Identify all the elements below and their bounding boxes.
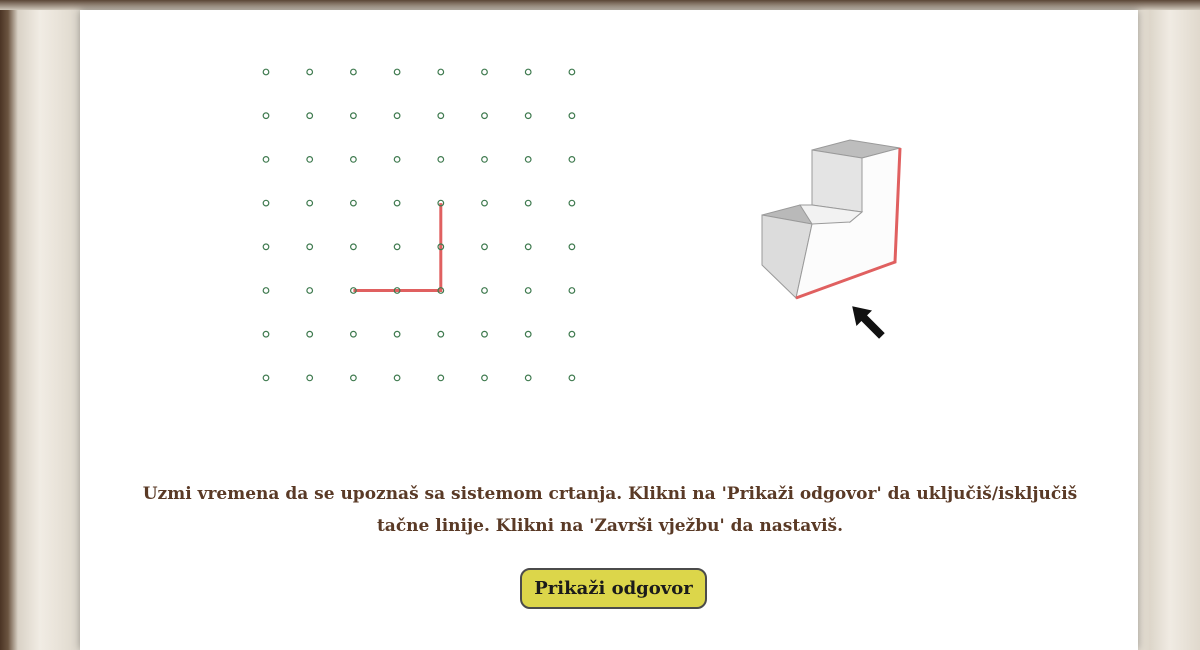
- grid-dot[interactable]: [306, 155, 314, 163]
- grid-dot[interactable]: [524, 374, 532, 382]
- grid-dot[interactable]: [393, 112, 401, 120]
- grid-dot[interactable]: [568, 155, 576, 163]
- grid-dot[interactable]: [262, 374, 270, 382]
- grid-dot[interactable]: [437, 112, 445, 120]
- grid-dot[interactable]: [306, 112, 314, 120]
- grid-dot[interactable]: [568, 330, 576, 338]
- grid-dot[interactable]: [481, 155, 488, 163]
- grid-dot[interactable]: [568, 68, 576, 76]
- step-face: [799, 204, 864, 225]
- grid-dot[interactable]: [568, 243, 576, 251]
- grid-dot[interactable]: [437, 243, 445, 251]
- grid-dot[interactable]: [437, 287, 445, 294]
- grid-dot[interactable]: [568, 374, 576, 382]
- grid-dot[interactable]: [393, 199, 401, 207]
- grid-dot[interactable]: [437, 330, 445, 338]
- grid-dot[interactable]: [306, 68, 314, 76]
- grid-dot[interactable]: [524, 199, 532, 207]
- grid-dot[interactable]: [262, 243, 270, 251]
- grid-dot[interactable]: [524, 287, 532, 294]
- grid-dot[interactable]: [481, 374, 488, 382]
- grid-dot[interactable]: [481, 287, 488, 294]
- grid-dot[interactable]: [262, 330, 270, 338]
- grid-dot[interactable]: [524, 112, 532, 120]
- grid-dot[interactable]: [350, 199, 357, 207]
- grid-dot[interactable]: [568, 112, 576, 120]
- grid-dot[interactable]: [262, 199, 270, 207]
- grid-dot[interactable]: [393, 68, 401, 76]
- grid-dot[interactable]: [350, 330, 357, 338]
- grid-dot[interactable]: [437, 155, 445, 163]
- grid-dot[interactable]: [350, 155, 357, 163]
- grid-dot[interactable]: [350, 287, 357, 294]
- instructions-text: Uzmi vremena da se upoznaš sa sistemom c…: [100, 478, 1120, 542]
- grid-dot[interactable]: [481, 243, 488, 251]
- grid-dot[interactable]: [481, 199, 488, 207]
- highlighted-edge: [795, 147, 902, 300]
- grid-dot[interactable]: [262, 155, 270, 163]
- arrow-up-left-icon: [852, 306, 885, 339]
- grid-dot[interactable]: [350, 68, 357, 76]
- grid-dot[interactable]: [350, 374, 357, 382]
- grid-dot[interactable]: [306, 374, 314, 382]
- grid-dot[interactable]: [481, 330, 488, 338]
- grid-dot[interactable]: [568, 287, 576, 294]
- grid-dot[interactable]: [524, 330, 532, 338]
- grid-dot[interactable]: [481, 68, 488, 76]
- grid-dot[interactable]: [437, 199, 445, 207]
- grid-dot[interactable]: [393, 374, 401, 382]
- grid-dot[interactable]: [437, 374, 445, 382]
- grid-dot[interactable]: [306, 330, 314, 338]
- grid-dot[interactable]: [262, 68, 270, 76]
- grid-dot[interactable]: [481, 112, 488, 120]
- grid-dot[interactable]: [524, 155, 532, 163]
- grid-dot[interactable]: [306, 243, 314, 251]
- grid-dot[interactable]: [437, 68, 445, 76]
- grid-dot[interactable]: [524, 68, 532, 76]
- grid-dot[interactable]: [568, 199, 576, 207]
- grid-dot[interactable]: [393, 243, 401, 251]
- top-border: [0, 0, 1200, 10]
- l-shaped-block: [761, 139, 902, 300]
- grid-dot[interactable]: [393, 330, 401, 338]
- exercise-sheet: [80, 10, 1138, 650]
- grid-dot[interactable]: [306, 199, 314, 207]
- tall-part-front-face: [811, 149, 863, 213]
- instructions-line-1: Uzmi vremena da se upoznaš sa sistemom c…: [142, 484, 1078, 504]
- grid-dot[interactable]: [393, 155, 401, 163]
- instructions-line-2: tačne linije. Klikni na 'Završi vježbu' …: [376, 516, 844, 536]
- grid-dot[interactable]: [350, 112, 357, 120]
- grid-dot[interactable]: [524, 243, 532, 251]
- show-answer-button[interactable]: Prikaži odgovor: [520, 568, 707, 609]
- grid-dot[interactable]: [306, 287, 314, 294]
- grid-dot[interactable]: [262, 112, 270, 120]
- drawn-line: [353, 203, 443, 292]
- grid-dot[interactable]: [350, 243, 357, 251]
- grid-dot[interactable]: [393, 287, 401, 294]
- grid-dot[interactable]: [262, 287, 270, 294]
